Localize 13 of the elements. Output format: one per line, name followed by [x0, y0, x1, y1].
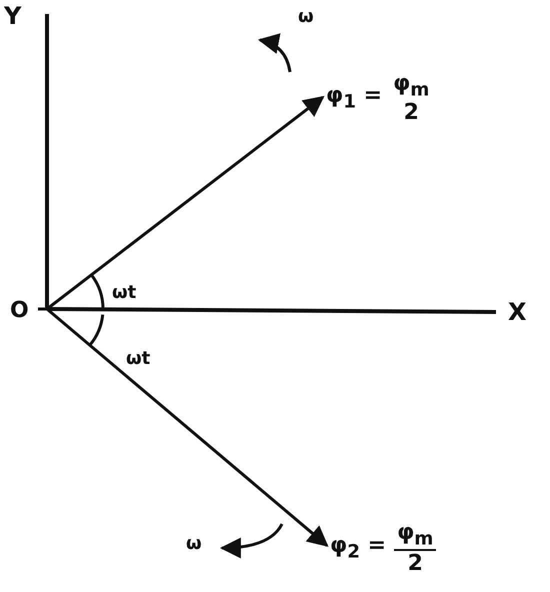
- axis-label: Y: [4, 4, 22, 28]
- axis-label: X: [508, 300, 527, 324]
- angular-velocity-label: ω: [298, 8, 314, 26]
- phasor-label: φ$_{2}$ =: [330, 533, 386, 563]
- fraction-numerator: φ$_{m}$: [394, 520, 436, 552]
- angle-label: ωt: [112, 284, 136, 302]
- phasor-label: φ$_{1}$ =: [326, 83, 382, 113]
- fraction-numerator: φ$_{m}$: [392, 70, 430, 100]
- origin-label: O: [10, 296, 38, 324]
- fraction-denominator: 2: [402, 100, 420, 126]
- angle-label: ωt: [126, 350, 150, 368]
- angular-velocity-label: ω: [186, 535, 202, 553]
- fraction-denominator: 2: [406, 551, 424, 576]
